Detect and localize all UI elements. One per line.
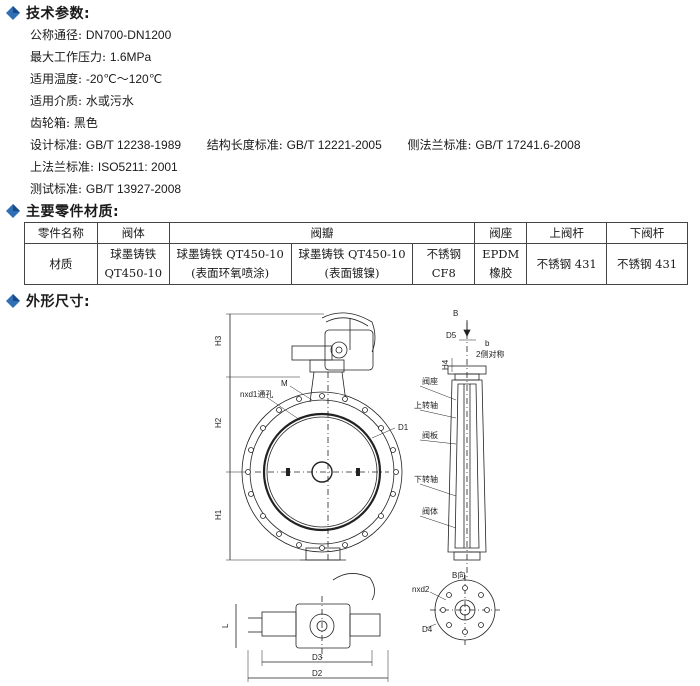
diamond-bullet-icon (6, 204, 20, 218)
disc-material-cell: 球墨铸铁 QT450-10(表面镀镍) (290, 243, 414, 285)
dim-label-d1: D1 (398, 423, 409, 432)
diamond-bullet-icon (6, 294, 20, 308)
side-flange-standard-label: 侧法兰标准: (407, 138, 472, 152)
header-cell: 阀座 (474, 222, 528, 244)
dim-label-d2: D2 (312, 669, 323, 678)
dim-label-d4: D4 (422, 625, 433, 634)
dim-label-holes: nxd1通孔 (240, 389, 273, 399)
standards-row: 设计标准: GB/T 12238-1989 结构长度标准: GB/T 12221… (30, 137, 581, 153)
dim-label-m: M (281, 379, 288, 388)
row-label-cell: 材质 (24, 243, 98, 285)
design-standard-label: 设计标准: (30, 138, 83, 152)
length-standard-value: GB/T 12221-2005 (286, 138, 382, 152)
param-row: 适用温度: -20℃～120℃ (30, 71, 162, 87)
top-flange-standard-value: ISO5211: 2001 (97, 160, 178, 174)
param-label: 公称通径: (30, 28, 83, 42)
diamond-bullet-icon (6, 6, 20, 20)
lower-stem-material-cell: 不锈钢 431 (606, 243, 688, 285)
dim-label-h2: H2 (214, 417, 223, 428)
param-label: 适用温度: (30, 72, 83, 86)
header-cell: 零件名称 (24, 222, 98, 244)
dim-label-b: b (485, 339, 490, 348)
design-standard-value: GB/T 12238-1989 (85, 138, 182, 152)
test-standard-value: GB/T 13927-2008 (85, 182, 182, 196)
header-cell: 上阀杆 (526, 222, 608, 244)
test-standard-label: 测试标准: (30, 182, 83, 196)
section-header-dims: 外形尺寸: (6, 292, 90, 310)
part-label-upper-shaft: 上转轴 (414, 400, 438, 410)
param-row: 公称通径: DN700-DN1200 (30, 27, 171, 43)
dim-label-b-view: B向 (452, 570, 465, 580)
part-label-disc: 阀板 (422, 430, 438, 440)
dim-label-h1: H1 (214, 509, 223, 520)
dim-label-h3: H3 (214, 335, 223, 346)
dim-label-l: L (221, 623, 230, 628)
param-value: 水或污水 (85, 94, 134, 108)
param-row: 适用介质: 水或污水 (30, 93, 134, 109)
param-label: 适用介质: (30, 94, 83, 108)
param-row: 测试标准: GB/T 13927-2008 (30, 181, 181, 197)
param-value: 黑色 (73, 116, 98, 130)
part-label-lower-shaft: 下转轴 (414, 474, 438, 484)
section-title: 技术参数: (26, 6, 91, 22)
param-value: DN700-DN1200 (85, 28, 172, 42)
side-flange-standard-value: GB/T 17241.6-2008 (475, 138, 581, 152)
param-value: 1.6MPa (109, 50, 152, 64)
dim-label-d5: D5 (446, 331, 457, 340)
param-row: 最大工作压力: 1.6MPa (30, 49, 151, 65)
param-row: 上法兰标准: ISO5211: 2001 (30, 159, 178, 175)
param-value: -20℃～120℃ (85, 72, 163, 86)
dim-label-h4: H4 (441, 359, 450, 370)
dim-label-nxd2: nxd2 (412, 585, 430, 594)
part-label-seat: 阀座 (422, 376, 438, 386)
section-title: 外形尺寸: (26, 294, 91, 310)
section-header-parts: 主要零件材质: (6, 202, 119, 220)
length-standard-label: 结构长度标准: (206, 138, 283, 152)
upper-stem-material-cell: 不锈钢 431 (526, 243, 608, 285)
param-label: 齿轮箱: (30, 116, 71, 130)
param-row: 齿轮箱: 黑色 (30, 115, 98, 131)
table-header-row: 零件名称 阀体 阀瓣 阀座 上阀杆 下阀杆 (24, 222, 688, 244)
dim-label-d3: D3 (312, 653, 323, 662)
section-header-tech: 技术参数: (6, 4, 90, 22)
param-label: 最大工作压力: (30, 50, 107, 64)
dim-label-two-flats: 2侧对称 (476, 349, 504, 359)
top-flange-standard-label: 上法兰标准: (30, 160, 95, 174)
dim-label-b-arrow: B (453, 309, 458, 318)
part-label-body: 阀体 (422, 506, 438, 516)
section-title: 主要零件材质: (26, 204, 120, 220)
disc-material-cell: 球墨铸铁 QT450-10(表面环氧喷涂) (168, 243, 292, 285)
